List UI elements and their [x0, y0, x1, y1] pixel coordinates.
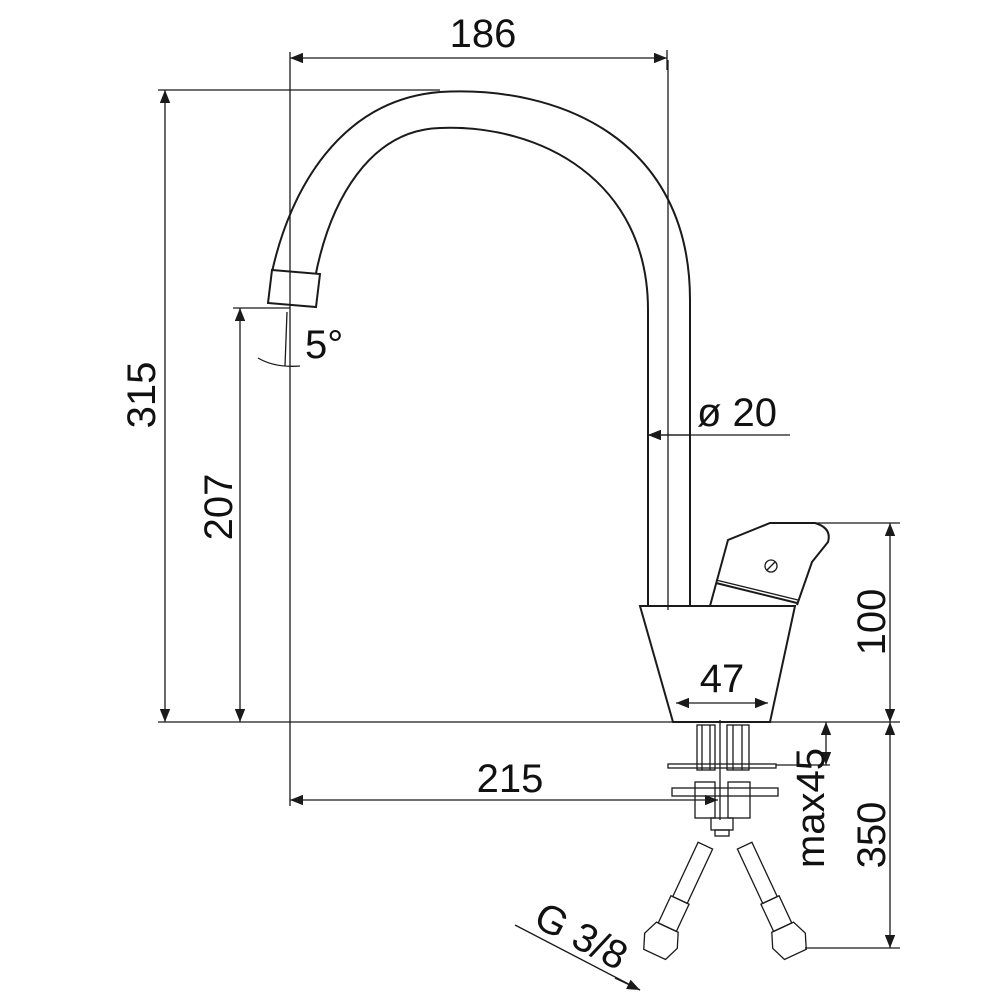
aerator — [266, 268, 322, 309]
dim-angle: 5° — [305, 323, 343, 367]
dim-diameter: ø 20 — [697, 391, 777, 435]
spout — [266, 60, 691, 610]
dim-100: 100 — [850, 589, 894, 656]
dim-max45: max45 — [789, 748, 833, 868]
screw-icon — [764, 559, 778, 573]
dimension-lines — [158, 50, 900, 991]
fittings — [643, 720, 807, 961]
dim-thread: G 3/8 — [528, 894, 635, 979]
dim-207: 207 — [197, 474, 241, 541]
dim-315: 315 — [120, 362, 164, 429]
dim-215: 215 — [477, 757, 544, 801]
dim-350: 350 — [850, 802, 894, 869]
dim-47: 47 — [700, 657, 745, 701]
dim-186: 186 — [450, 12, 517, 56]
